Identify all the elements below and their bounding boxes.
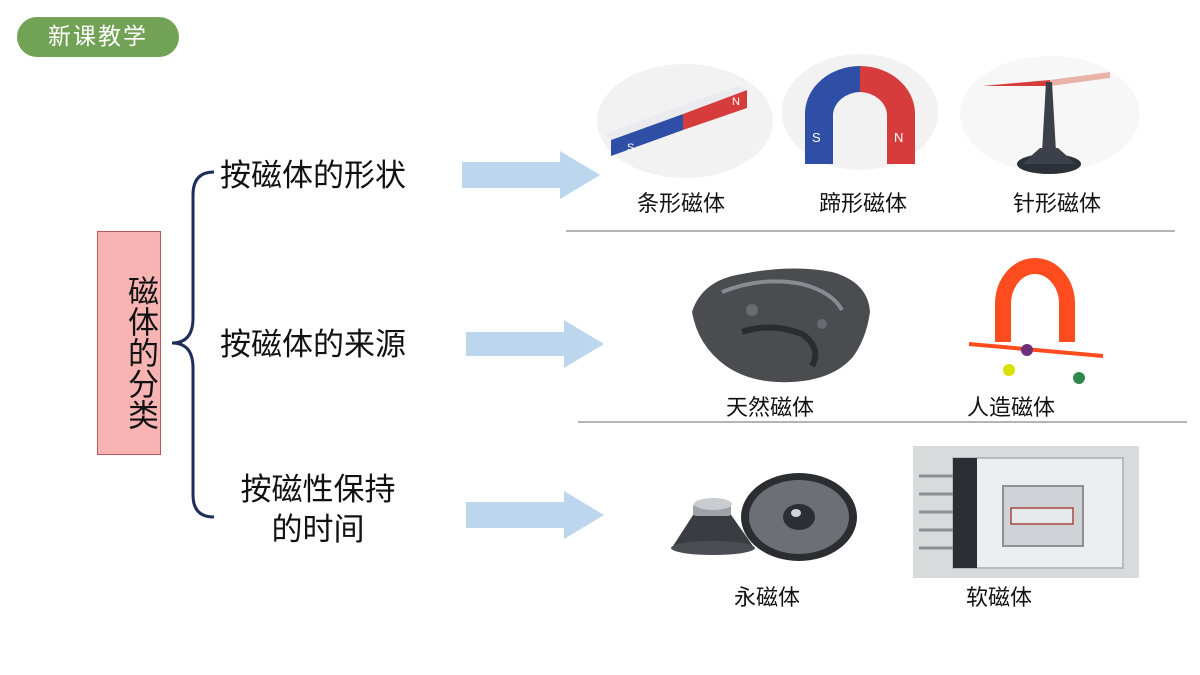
arrow-1 [462,151,600,199]
permanent-magnet-image [671,473,857,561]
horseshoe-magnet-image: S N [782,54,938,170]
artificial-magnet-image [968,258,1104,384]
label-bar-magnet: 条形磁体 [637,192,726,217]
label-needle-magnet: 针形磁体 [1013,192,1102,217]
needle-magnet-image [960,56,1140,174]
section-badge: 新课教学 [17,17,179,57]
arrow-2 [466,320,604,368]
label-horseshoe-magnet: 蹄形磁体 [819,192,908,217]
label-permanent-magnet: 永磁体 [734,586,801,611]
svg-text:N: N [732,96,740,108]
branch-source: 按磁体的来源 [220,327,406,363]
root-node: 磁体的分类 [97,231,161,455]
label-artificial-magnet: 人造磁体 [967,396,1056,421]
svg-text:S: S [812,130,821,145]
soft-magnet-image [913,446,1139,578]
label-soft-magnet: 软磁体 [966,586,1033,611]
arrow-3 [466,491,604,539]
branch-retention-line2: 的时间 [271,512,365,548]
brace [171,170,215,519]
branch-retention: 按磁性保持 的时间 [238,470,398,550]
svg-text:S: S [627,142,634,154]
bar-magnet-image: S N [597,64,773,178]
label-natural-magnet: 天然磁体 [726,396,815,421]
svg-text:N: N [894,130,903,145]
branch-retention-line1: 按磁性保持 [240,472,396,508]
natural-magnet-image [692,268,870,383]
branch-shape: 按磁体的形状 [220,158,406,194]
